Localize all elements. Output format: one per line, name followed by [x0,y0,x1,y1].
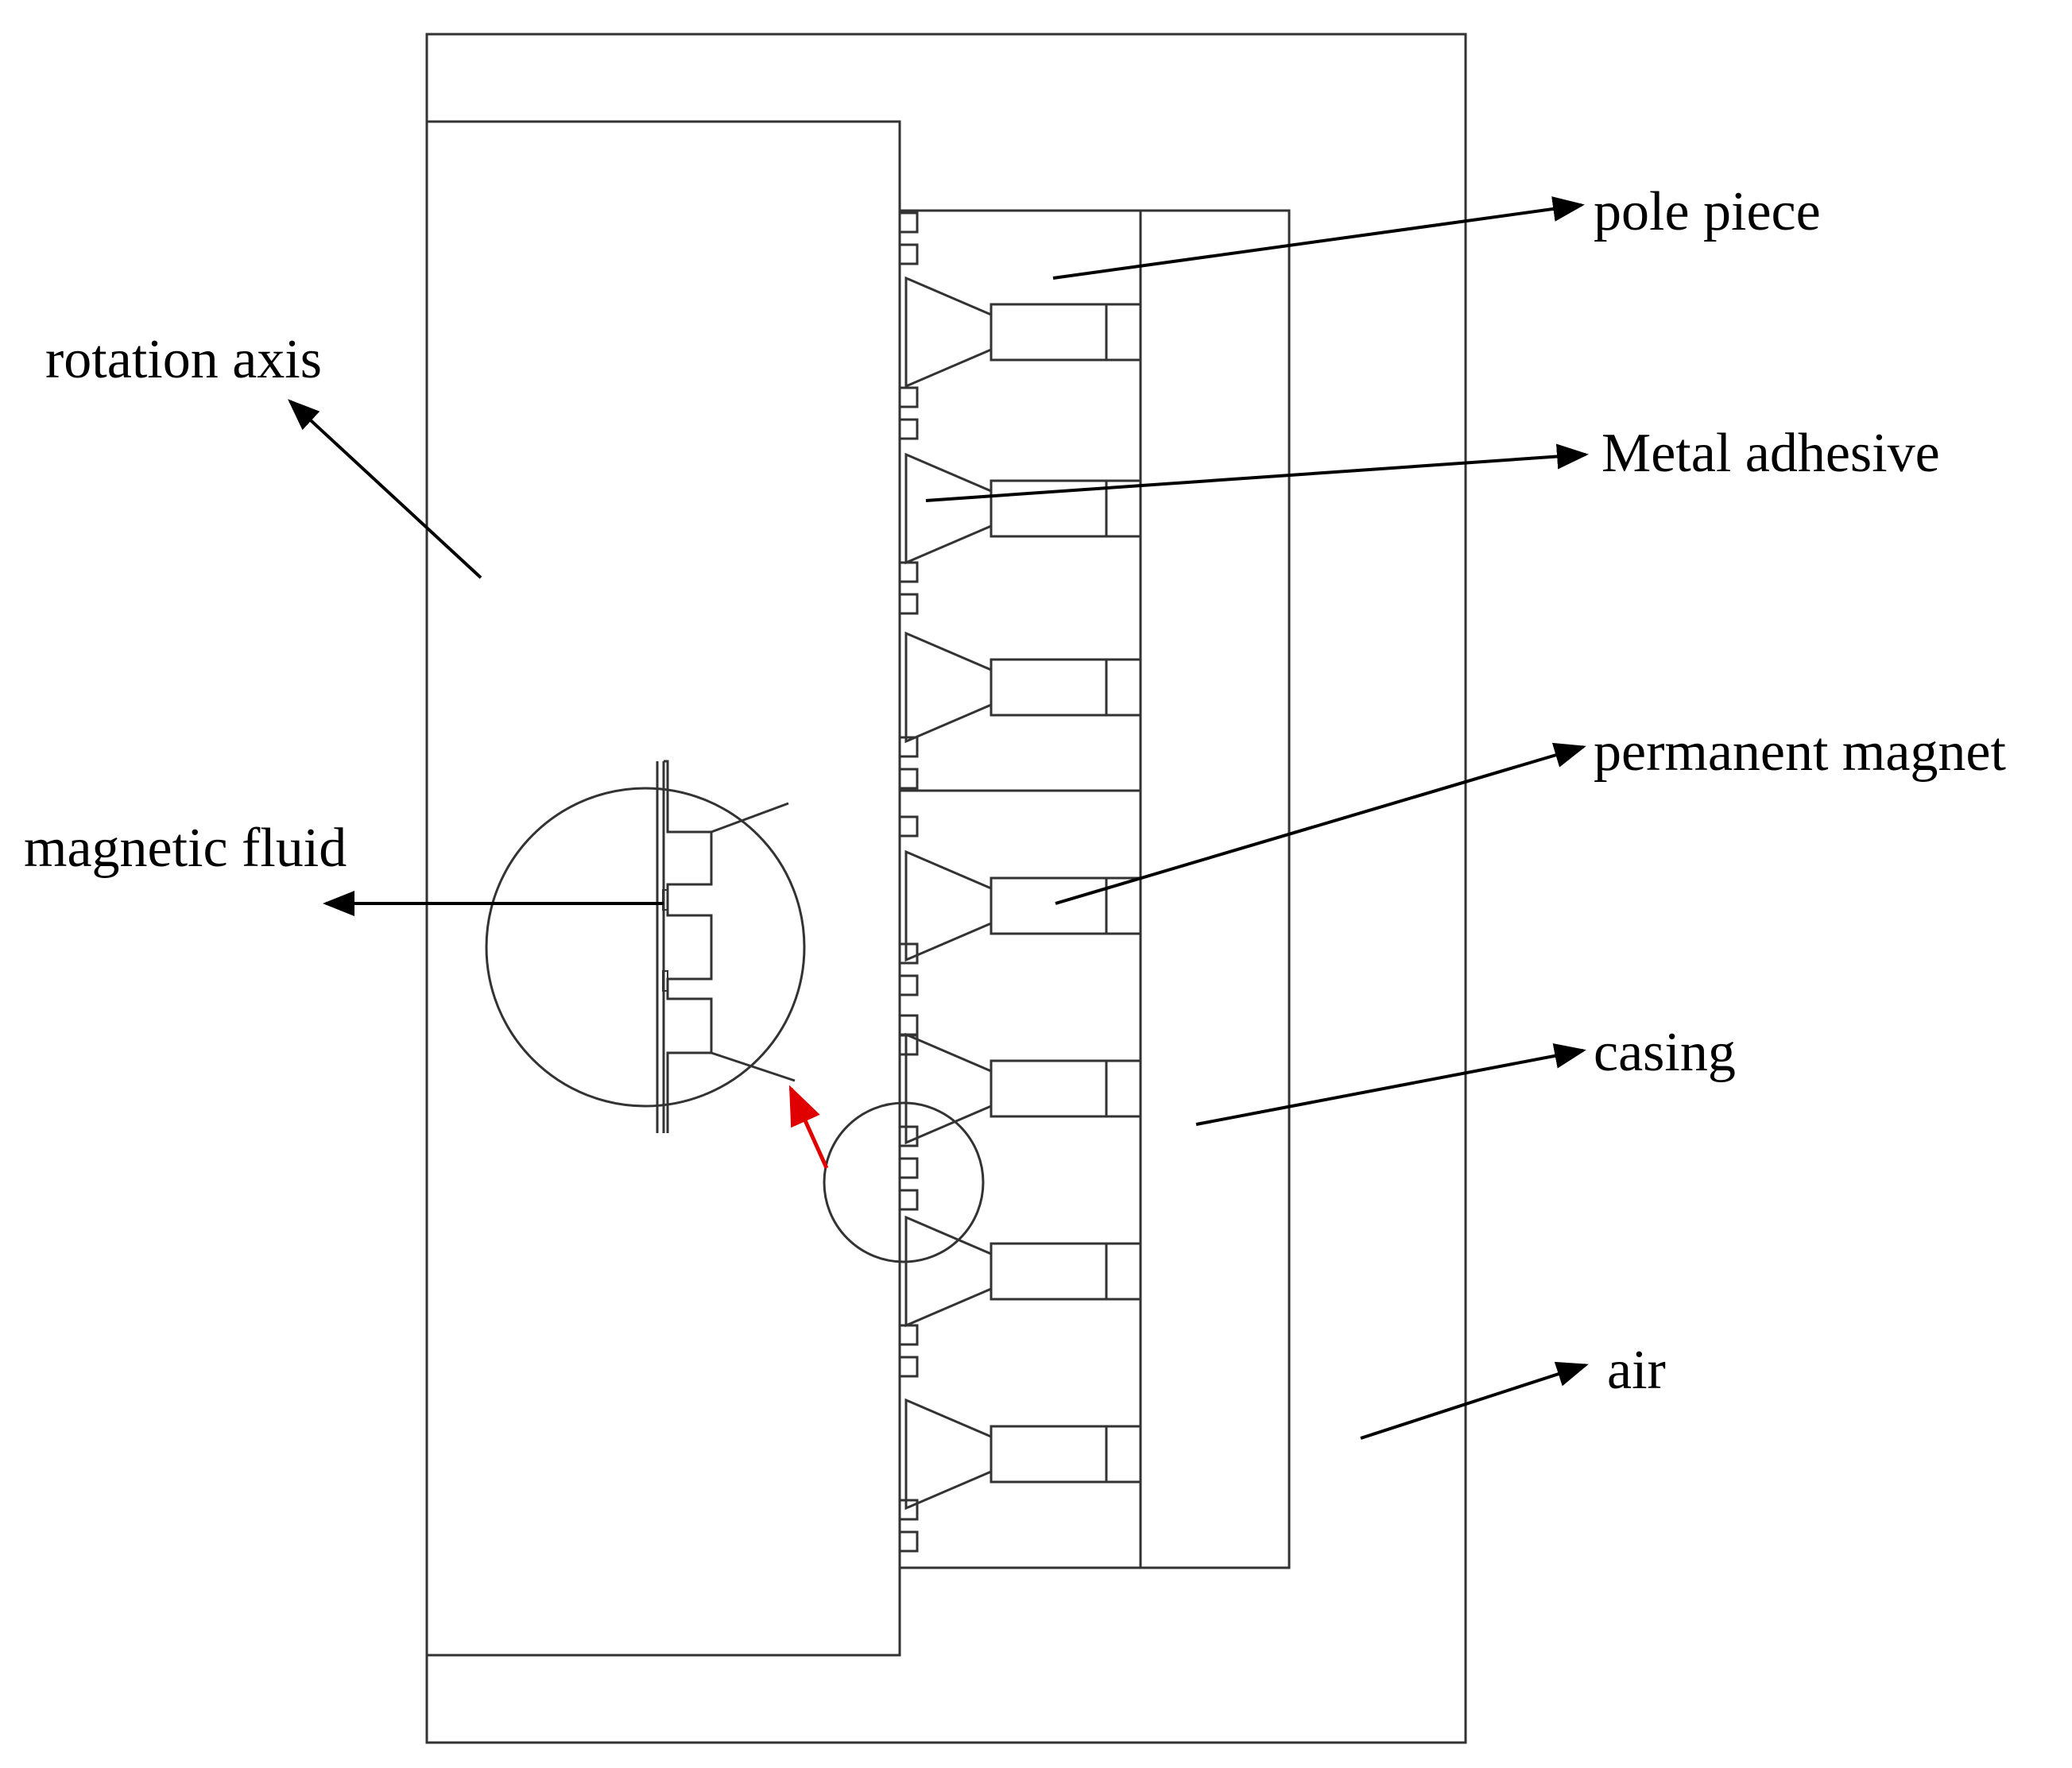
magnified-circle [485,787,806,1108]
detail-origin-circle [823,1101,985,1263]
magnified-detail [485,760,806,1133]
sealing-tooth [898,1356,919,1378]
casing-frame [898,209,1291,1569]
permanent-magnet [990,1425,1108,1484]
rotation-axis-label: rotation axis [45,329,322,390]
sealing-tooth [898,243,919,265]
metal-adhesive-label: Metal adhesive [1601,423,1940,484]
magnetic-fluid-gap [662,889,668,911]
sealing-tooth [898,211,919,234]
pole-piece-label: pole piece [1594,181,1821,242]
pole-piece-head [904,1398,993,1511]
sealing-tooth [898,593,919,615]
sealing-tooth [898,561,919,583]
sealing-tooth [898,974,919,996]
sealing-tooth [898,418,919,440]
sealing-tooth [898,1530,919,1553]
pole-piece-arrow [1052,196,1585,280]
pole-piece-head [904,631,993,744]
sealing-tooth [898,1014,919,1036]
permanent-magnet [990,658,1108,717]
casing-arrow [1195,1043,1586,1126]
sealing-tooth [898,1034,919,1056]
metal-adhesive [1105,876,1142,935]
air-label: air [1607,1340,1666,1401]
sealing-tooth [898,1125,919,1147]
metal-adhesive [1105,1059,1142,1118]
sealing-tooth [898,768,919,790]
magnify-red-arrow [788,1085,829,1170]
metal-adhesive [1105,1425,1142,1484]
permanent-magnet-arrow [1055,742,1586,905]
sealing-tooth [898,942,919,965]
air-arrow [1360,1361,1589,1440]
sealing-tooth [898,1157,919,1179]
casing-label: casing [1594,1022,1736,1083]
sealing-tooth [898,736,919,758]
sealing-tooth [898,1499,919,1521]
pole-piece-head [904,276,993,389]
permanent-magnet [990,1242,1108,1301]
rotation-axis-arrow [288,399,482,579]
pole-piece-head [904,849,993,962]
sealing-tooth [898,1189,919,1211]
seal-stages [898,209,1142,1569]
sealing-tooth [898,1324,919,1346]
metal-adhesive [1105,658,1142,717]
permanent-magnet-label: permanent magnet [1594,722,2006,783]
air-domain [425,33,1467,1744]
magnetic-fluid-label: magnetic fluid [24,818,347,879]
pole-piece-head [904,1032,993,1145]
pole-piece-head [904,452,993,565]
permanent-magnet [990,1059,1108,1118]
pole-piece-head [904,1215,993,1328]
metal-adhesive [1105,479,1142,538]
metal-adhesive [1105,1242,1142,1301]
sealing-tooth [898,386,919,408]
sealing-tooth [898,815,919,838]
permanent-magnet [990,303,1108,362]
permanent-magnet [990,876,1108,935]
metal-adhesive-arrow [925,443,1589,502]
metal-adhesive [1105,303,1142,362]
magnified-tooth-profile [664,760,713,1133]
